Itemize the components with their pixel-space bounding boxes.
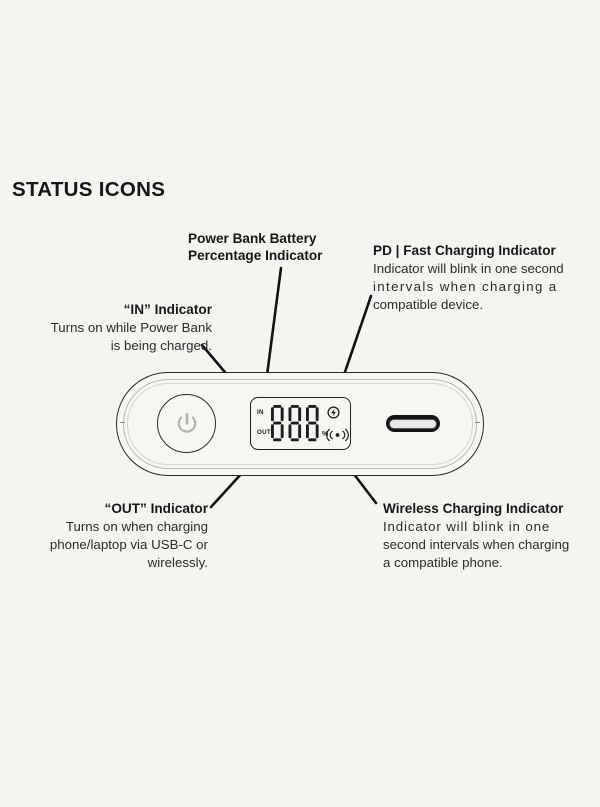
lcd-display: IN OUT	[250, 397, 351, 450]
callout-title: “OUT” Indicator	[104, 501, 208, 516]
power-icon	[177, 412, 196, 433]
device-seam-left	[120, 422, 125, 424]
callout-body: Indicator will blink in one second inter…	[383, 519, 570, 570]
lcd-percent-symbol: %	[322, 431, 329, 438]
callout-body: Turns on when charging phone/laptop via …	[49, 519, 208, 570]
callout-wireless-charging-indicator: Wireless Charging Indicator Indicator wi…	[383, 500, 569, 571]
power-bank-device: IN OUT	[116, 372, 484, 476]
callout-title: PD | Fast Charging Indicator	[373, 243, 556, 258]
power-button[interactable]	[157, 394, 216, 453]
callout-title: Power Bank Battery Percentage Indicator	[188, 231, 323, 264]
callout-out-indicator: “OUT” Indicator Turns on when charging p…	[28, 500, 208, 571]
callout-in-indicator: “IN” Indicator Turns on while Power Bank…	[5, 301, 212, 355]
page-title: STATUS ICONS	[12, 178, 166, 201]
device-seam-right	[475, 422, 480, 424]
callout-power-bank-battery-percentage-indicator: Power Bank Battery Percentage Indicator	[188, 230, 322, 266]
usb-c-port-inner	[389, 418, 437, 429]
callout-pd-fast-charging-indicator: PD | Fast Charging Indicator Indicator w…	[373, 242, 564, 313]
device-inner-outline	[123, 379, 477, 469]
lcd-battery-percentage-digits	[271, 405, 319, 442]
callout-body: Indicator will blink in one second inter…	[373, 261, 564, 312]
callout-title: “IN” Indicator	[123, 302, 212, 317]
callout-body: Turns on while Power Bank is being charg…	[50, 320, 212, 354]
lcd-out-label: OUT	[257, 429, 271, 436]
callout-title: Wireless Charging Indicator	[383, 501, 564, 516]
usb-c-port	[386, 415, 440, 432]
pd-fast-charging-icon	[327, 406, 340, 419]
lcd-in-label: IN	[257, 409, 264, 416]
device-inner-outline-2	[127, 383, 473, 465]
wireless-charging-icon	[326, 428, 349, 442]
